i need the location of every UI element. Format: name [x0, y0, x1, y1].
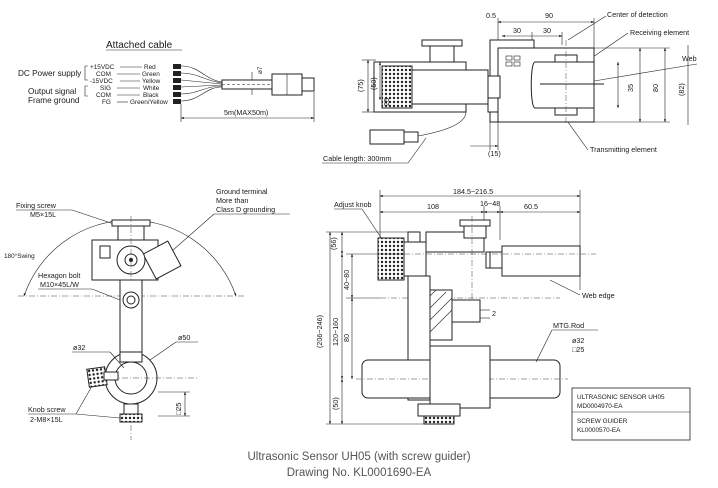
mtg-rod-label: MTG.Rod	[553, 321, 584, 330]
cable-length-dim: 5m(MAX50m)	[224, 108, 268, 117]
center-detection-label: Center of detection	[607, 10, 668, 19]
dim-0-5: 0.5	[486, 11, 496, 20]
dim-120-160: 120~160	[331, 318, 340, 346]
color-1: Red	[144, 64, 156, 71]
dim-56: (56)	[329, 237, 338, 250]
cable-title: Attached cable	[106, 40, 173, 51]
color-5: Black	[143, 92, 159, 99]
cable-length-label: Cable length: 300mm	[323, 154, 391, 163]
dim-30b: 30	[543, 26, 551, 35]
knob-screw-spec: 2-M8×15L	[30, 415, 63, 424]
sig-2: COM	[96, 71, 111, 78]
title-block: ULTRASONIC SENSOR UH05 MD0004970-EA SCRE…	[571, 387, 691, 441]
sig-3: -15VDC	[90, 78, 113, 85]
receiving-element-label: Receiving element	[630, 28, 689, 37]
dim-16-48: 16~48	[480, 199, 500, 208]
sig-5: COM	[96, 92, 111, 99]
hex-bolt-spec: M10×45L/W	[40, 280, 79, 289]
title-line-3: SCREW GUIDER	[577, 418, 628, 425]
transmitting-element-label: Transmitting element	[590, 145, 657, 154]
sensor-top-view: 0.5 90 30 30 Center of detection Receivi…	[322, 10, 698, 164]
title-line-1: ULTRASONIC SENSOR UH05	[577, 394, 665, 401]
attached-cable-drawing: Attached cable DC Power supply Output si…	[18, 40, 315, 122]
cable-diameter: ø7	[257, 66, 264, 74]
title-line-4: KL0000570-EA	[577, 427, 621, 434]
u-slot	[530, 61, 595, 109]
frame-ground-label: Frame ground	[28, 96, 80, 105]
adjust-knob-label: Adjust knob	[334, 200, 372, 209]
color-6: Green/Yellow	[130, 99, 168, 106]
dim-75: (75)	[356, 79, 365, 92]
dim-60-5: 60.5	[524, 202, 538, 211]
knob-screw-bottom	[119, 413, 143, 423]
knob-screw-front	[423, 415, 455, 425]
dim-82: (82)	[677, 83, 686, 96]
swing-label: 180°Swing	[4, 252, 35, 260]
color-2: Green	[142, 71, 160, 78]
rod-d32: ø32	[572, 336, 584, 345]
caption-title: Ultrasonic Sensor UH05 (with screw guide…	[247, 451, 471, 463]
dim-108: 108	[427, 202, 439, 211]
dim-35: 35	[626, 84, 635, 92]
class-d-label: Class D grounding	[216, 205, 275, 214]
sensor-side-view: Fixing screw M5×15L Ground terminal More…	[4, 187, 290, 440]
dim-50: (50)	[369, 77, 378, 90]
adjust-knob	[377, 237, 405, 281]
dim-50-front: (50)	[331, 397, 340, 410]
dim-overall: 184.5~216.5	[453, 187, 493, 196]
rod-sq25: □25	[572, 345, 584, 354]
ground-terminal-label: Ground terminal	[216, 187, 268, 196]
dim-15: (15)	[488, 149, 501, 158]
clamp-d32: ø32	[73, 343, 85, 352]
sig-6: FG	[102, 99, 111, 106]
sensor-front-view: 184.5~216.5 108 16~48 60.5 Adjust knob W…	[315, 187, 615, 425]
dim-40-80: 40~80	[342, 270, 351, 290]
title-line-2: MD0004970-EA	[577, 403, 623, 410]
sig-1: +15VDC	[90, 64, 115, 71]
dim-2: 2	[492, 309, 496, 318]
dim-90: 90	[545, 11, 553, 20]
web-label: Web	[682, 54, 697, 63]
dim-206-246: (206~246)	[315, 315, 324, 348]
dim-25: 25	[382, 98, 391, 106]
dim-80: 80	[651, 84, 660, 92]
fixing-screw-top	[429, 43, 455, 63]
more-than-label: More than	[216, 196, 248, 205]
rod-clamp-front	[429, 345, 491, 409]
color-3: Yellow	[142, 78, 161, 85]
hex-bolt-label: Hexagon bolt	[38, 271, 80, 280]
web-edge-label: Web edge	[582, 291, 615, 300]
dim-30a: 30	[513, 26, 521, 35]
knob-screw-label: Knob screw	[28, 405, 66, 414]
sig-4: SIG	[100, 85, 111, 92]
fixing-screw-spec: M5×15L	[30, 210, 56, 219]
sq25-side: □25	[174, 403, 183, 415]
power-supply-label: DC Power supply	[18, 69, 82, 78]
color-4: White	[143, 85, 160, 92]
fixing-screw-label: Fixing screw	[16, 201, 57, 210]
caption-drawing-number: Drawing No. KL0001690-EA	[286, 467, 432, 479]
dim-80-front: 80	[342, 334, 351, 342]
sensor-front	[501, 245, 581, 277]
clamp-d50: ø50	[178, 333, 190, 342]
wire-terminals	[173, 64, 223, 104]
output-signal-label: Output signal	[28, 87, 76, 96]
